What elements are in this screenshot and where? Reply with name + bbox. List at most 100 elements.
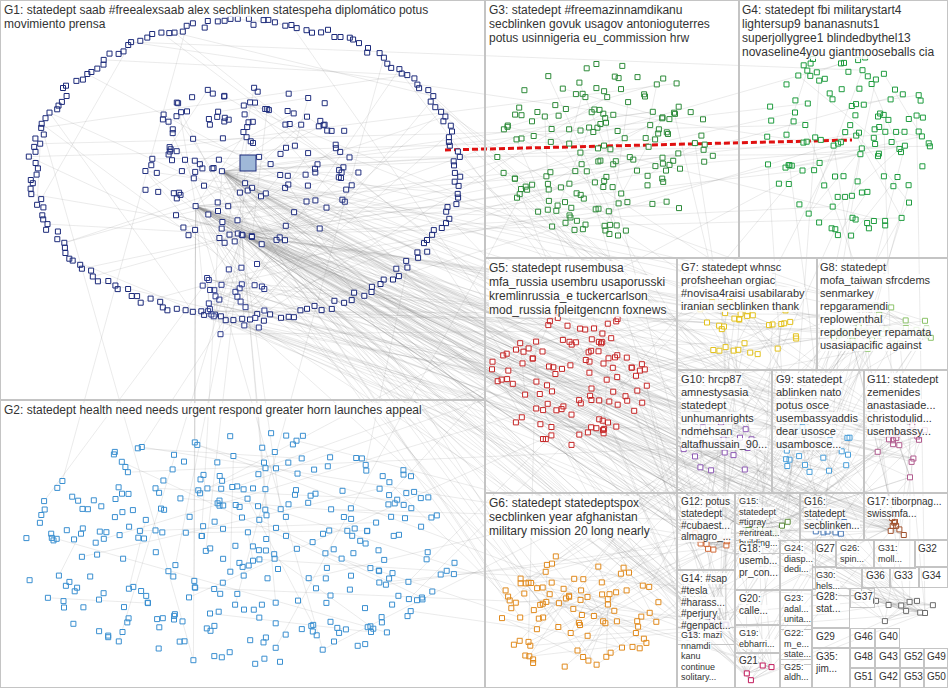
- group-panel: G33: [890, 567, 920, 588]
- group-label-block: G37: [851, 589, 874, 605]
- group-label-block: G42: [876, 669, 899, 685]
- group-label-block: G30: hels...: [813, 568, 861, 593]
- group-panel: G29: [812, 628, 850, 648]
- vertex-markers: [500, 554, 661, 669]
- group-label: G49: [927, 651, 946, 662]
- group-label: G23: adal... unita...: [784, 593, 811, 624]
- group-label: G53: [904, 671, 923, 682]
- group-panel: G53: [900, 668, 925, 688]
- group-panel: G43: [875, 648, 900, 668]
- group-label: G4: statedept fbi militarystart4 lighter…: [742, 3, 934, 59]
- group-label-block: G2: statedept health need needs urgent r…: [1, 401, 484, 419]
- group-panel: G27: [812, 540, 836, 567]
- group-label: G52: [904, 651, 923, 662]
- vertex-markers: [26, 16, 462, 323]
- group-label: G51: [854, 671, 873, 682]
- group-label: G13: mazi nnamdi kanu continue solitary.…: [681, 630, 722, 682]
- group-label: G30: hels...: [816, 570, 840, 591]
- group-panel: G1: statedept saab #freealexsaab alex se…: [0, 0, 485, 400]
- group-label-block: G13: mazi nnamdi kanu continue solitary.…: [678, 628, 734, 685]
- group-label-block: G14: #sap #tesla #harass... #perjury #ge…: [678, 571, 734, 634]
- group-label-block: G24: diasp... dedi...: [781, 541, 815, 577]
- group-panel: G8: statedept mofa_taiwan sfrcdems senma…: [816, 258, 948, 370]
- vertex-markers: [143, 85, 361, 246]
- group-panel: G3: statedept #freemazinnamdikanu secbli…: [485, 0, 740, 258]
- group-label: G22: m_e... state...: [784, 628, 811, 659]
- group-label-block: G9: statedept ablinken nato potus osce u…: [773, 371, 864, 453]
- group-label: G46: [854, 631, 873, 642]
- group-panel: G6: statedept statedeptspox secblinken y…: [485, 493, 677, 688]
- group-label: G50: [927, 671, 946, 682]
- group-label-block: G43: [876, 649, 899, 665]
- group-label: G7: statedept whnsc profsheehan orgiac #…: [681, 261, 805, 312]
- group-panel: G48: [850, 648, 875, 668]
- group-label-block: G20: calle...: [736, 591, 779, 619]
- group-panel: G9: statedept ablinken nato potus osce u…: [772, 370, 865, 493]
- group-label-block: G10: hrcp87 amnestysasia statedept unhum…: [678, 371, 771, 453]
- group-panel: G35: jim...: [812, 648, 850, 688]
- vertex-markers: [200, 262, 267, 337]
- group-label-block: G26: spin...: [837, 541, 873, 566]
- group-label: G20: calle...: [739, 593, 768, 616]
- group-label: G14: #sap #tesla #harass... #perjury #ge…: [681, 573, 730, 631]
- group-label: G43: [879, 651, 898, 662]
- group-panel: G52: [900, 648, 925, 668]
- group-panel: G5: statedept rusembusa mfa_russia usemb…: [485, 258, 677, 493]
- group-label: G37: [854, 591, 873, 602]
- group-label-block: G5: statedept rusembusa mfa_russia usemb…: [486, 259, 676, 320]
- vertex-markers: [495, 62, 716, 239]
- group-label-block: G7: statedept whnsc profsheehan orgiac #…: [678, 259, 817, 315]
- group-panel: G51: [850, 668, 875, 688]
- group-label: G17: tiborpnag... swissmfa...: [867, 496, 942, 519]
- group-panel: G13: mazi nnamdi kanu continue solitary.…: [677, 627, 735, 688]
- group-panel: G26: spin...: [836, 540, 874, 569]
- group-panel: G31: moll...: [874, 540, 916, 569]
- group-label-block: G19: ebharri...: [736, 626, 779, 651]
- group-panel: G36: [862, 567, 890, 588]
- group-label-block: G27: [813, 541, 835, 557]
- group-label-block: G51: [851, 669, 874, 685]
- group-panel: G34: [918, 567, 948, 588]
- group-label-block: G28: stat...: [813, 589, 849, 617]
- group-panel: G7: statedept whnsc profsheehan orgiac #…: [677, 258, 818, 370]
- vertex-markers: [490, 310, 650, 448]
- group-panel: G37: [850, 588, 875, 608]
- group-panel: G14: #sap #tesla #harass... #perjury #ge…: [677, 570, 735, 645]
- group-panel: G20: calle...: [735, 590, 780, 625]
- group-label-block: G25: aldh...: [781, 660, 811, 685]
- group-label-block: G48: [851, 649, 874, 665]
- group-label: G2: statedept health need needs urgent r…: [4, 403, 422, 417]
- group-label: G3: statedept #freemazinnamdikanu secbli…: [489, 3, 710, 45]
- group-label: G21: [739, 655, 758, 666]
- vertex-markers: [24, 431, 457, 667]
- group-panel: G42: [875, 668, 900, 688]
- network-edges: [29, 19, 933, 680]
- group-label-block: G40: [876, 629, 899, 645]
- group-label-block: G18: usemb... pr_con...: [736, 541, 779, 580]
- group-panel: G2: statedept health need needs urgent r…: [0, 400, 485, 688]
- group-panel: G32: [914, 540, 948, 567]
- group-panel: G28: stat...: [812, 588, 850, 628]
- hub-vertex: [240, 155, 256, 171]
- group-label-block: G35: jim...: [813, 649, 849, 677]
- group-panel: G49: [923, 648, 948, 668]
- group-label: G48: [854, 651, 873, 662]
- group-panel: G4: statedept fbi militarystart4 lighter…: [738, 0, 948, 258]
- group-label-block: G23: adal... unita...: [781, 591, 811, 627]
- vertex-markers: [874, 598, 936, 623]
- group-panel: G19: ebharri...: [735, 625, 780, 654]
- group-label: G12: potus statedept #cubaest... almagro…: [681, 496, 731, 542]
- group-label-block: G34: [919, 568, 947, 584]
- group-panel: G11: statedept zemenides anastasiade... …: [863, 370, 948, 493]
- group-label-block: G21: [736, 653, 779, 669]
- group-label-block: G50: [924, 669, 947, 685]
- group-label-block: G32: [915, 541, 947, 557]
- group-panel: G21: [735, 652, 780, 688]
- group-panel: G25: aldh...: [780, 659, 812, 688]
- group-label: G33: [894, 570, 913, 581]
- group-label-block: G33: [891, 568, 919, 584]
- group-panel: G50: [923, 668, 948, 688]
- group-label-block: G11: statedept zemenides anastasiade... …: [864, 371, 947, 440]
